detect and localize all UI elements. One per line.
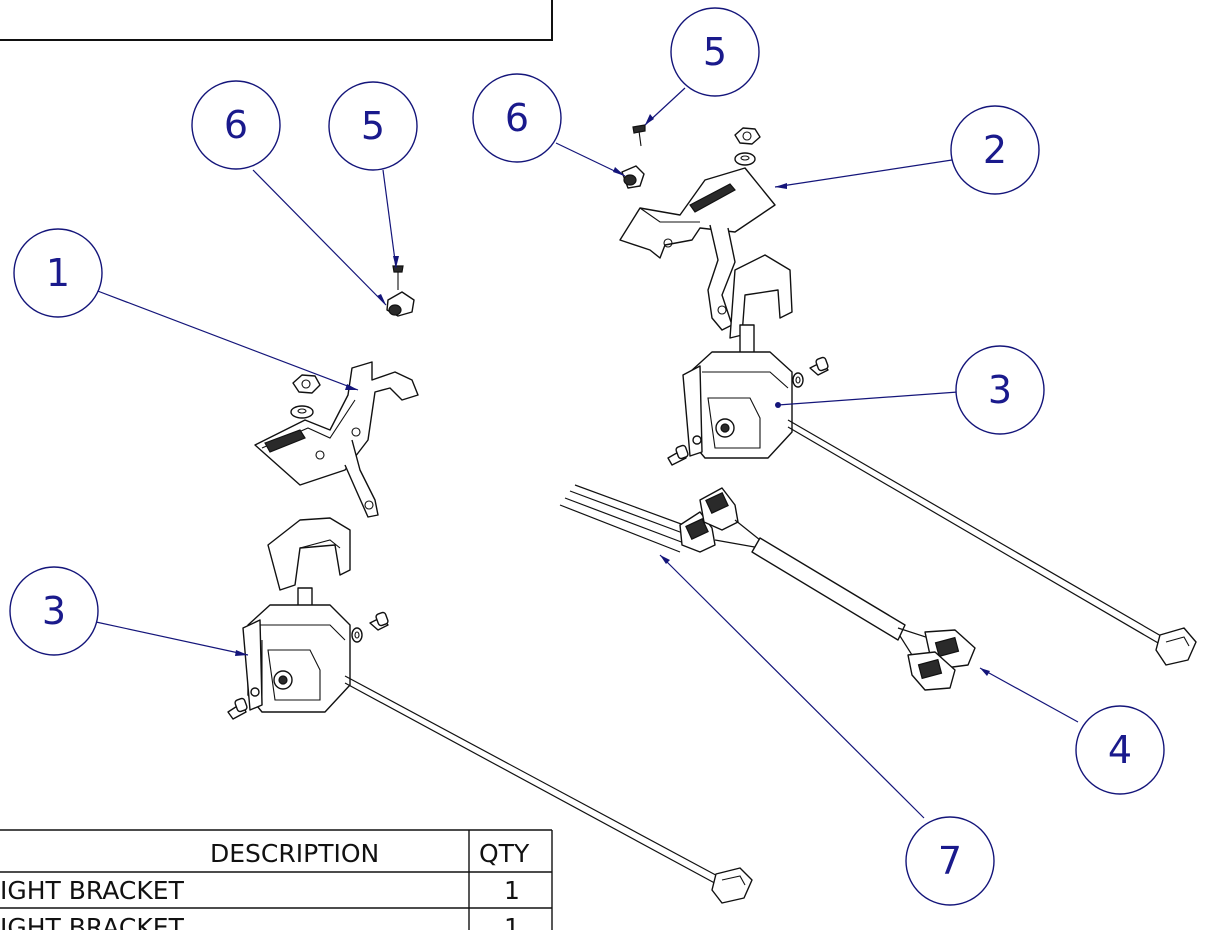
right-clip-part-6 xyxy=(621,165,645,189)
left-mount-bracket xyxy=(267,517,351,591)
leader-lines xyxy=(94,87,1079,819)
balloon-6-right: 6 xyxy=(472,73,562,163)
balloon-6-right-label: 6 xyxy=(505,96,529,140)
bom-table: DESCRIPTION QTY IGHT BRACKET 1 IGHT BRAC… xyxy=(0,829,553,930)
bom-header-qty: QTY xyxy=(479,839,530,868)
left-bracket-part-1 xyxy=(254,361,419,518)
left-nut xyxy=(290,374,321,419)
balloon-4-label: 4 xyxy=(1108,728,1132,772)
harness-part-4 xyxy=(679,487,976,691)
left-motor-cable xyxy=(344,675,753,904)
balloon-2: 2 xyxy=(950,105,1040,195)
right-motor-part-3 xyxy=(682,324,793,459)
balloon-3-left: 3 xyxy=(9,566,99,656)
arrowheads xyxy=(235,114,990,676)
balloon-3-right-label: 3 xyxy=(988,368,1012,412)
balloon-1-label: 1 xyxy=(46,251,70,295)
balloon-1: 1 xyxy=(13,228,103,318)
balloon-4: 4 xyxy=(1075,705,1165,795)
left-screw-part-5 xyxy=(392,265,404,290)
balloon-7-label: 7 xyxy=(938,839,962,883)
right-screw-part-5 xyxy=(632,124,646,147)
right-motor-hardware xyxy=(667,356,829,466)
balloon-5-left: 5 xyxy=(328,81,418,171)
balloon-5-right-label: 5 xyxy=(703,30,727,74)
left-motor-part-3 xyxy=(242,587,351,713)
right-mount-bracket xyxy=(729,254,793,339)
left-motor-hardware xyxy=(227,611,389,720)
balloon-7: 7 xyxy=(905,816,995,906)
balloon-5-left-label: 5 xyxy=(361,104,385,148)
balloon-5-right: 5 xyxy=(670,7,760,97)
balloon-3-left-label: 3 xyxy=(42,589,66,633)
bom-row-1-qty: 1 xyxy=(504,876,520,905)
left-clip-part-6 xyxy=(386,291,415,317)
balloon-3-right: 3 xyxy=(955,345,1045,435)
balloon-2-label: 2 xyxy=(983,128,1007,172)
bom-row-2-qty: 1 xyxy=(504,913,520,930)
cable-ties-part-7 xyxy=(559,484,693,553)
right-nut xyxy=(734,127,761,166)
bom-row-2-description: IGHT BRACKET xyxy=(0,913,185,930)
right-motor-cable xyxy=(787,419,1197,666)
right-bracket-part-2 xyxy=(619,167,776,331)
bom-row-1-description: IGHT BRACKET xyxy=(0,876,185,905)
title-block-border xyxy=(0,0,553,41)
bom-header-description: DESCRIPTION xyxy=(210,839,379,868)
balloon-6-left: 6 xyxy=(191,80,281,170)
balloon-6-left-label: 6 xyxy=(224,103,248,147)
